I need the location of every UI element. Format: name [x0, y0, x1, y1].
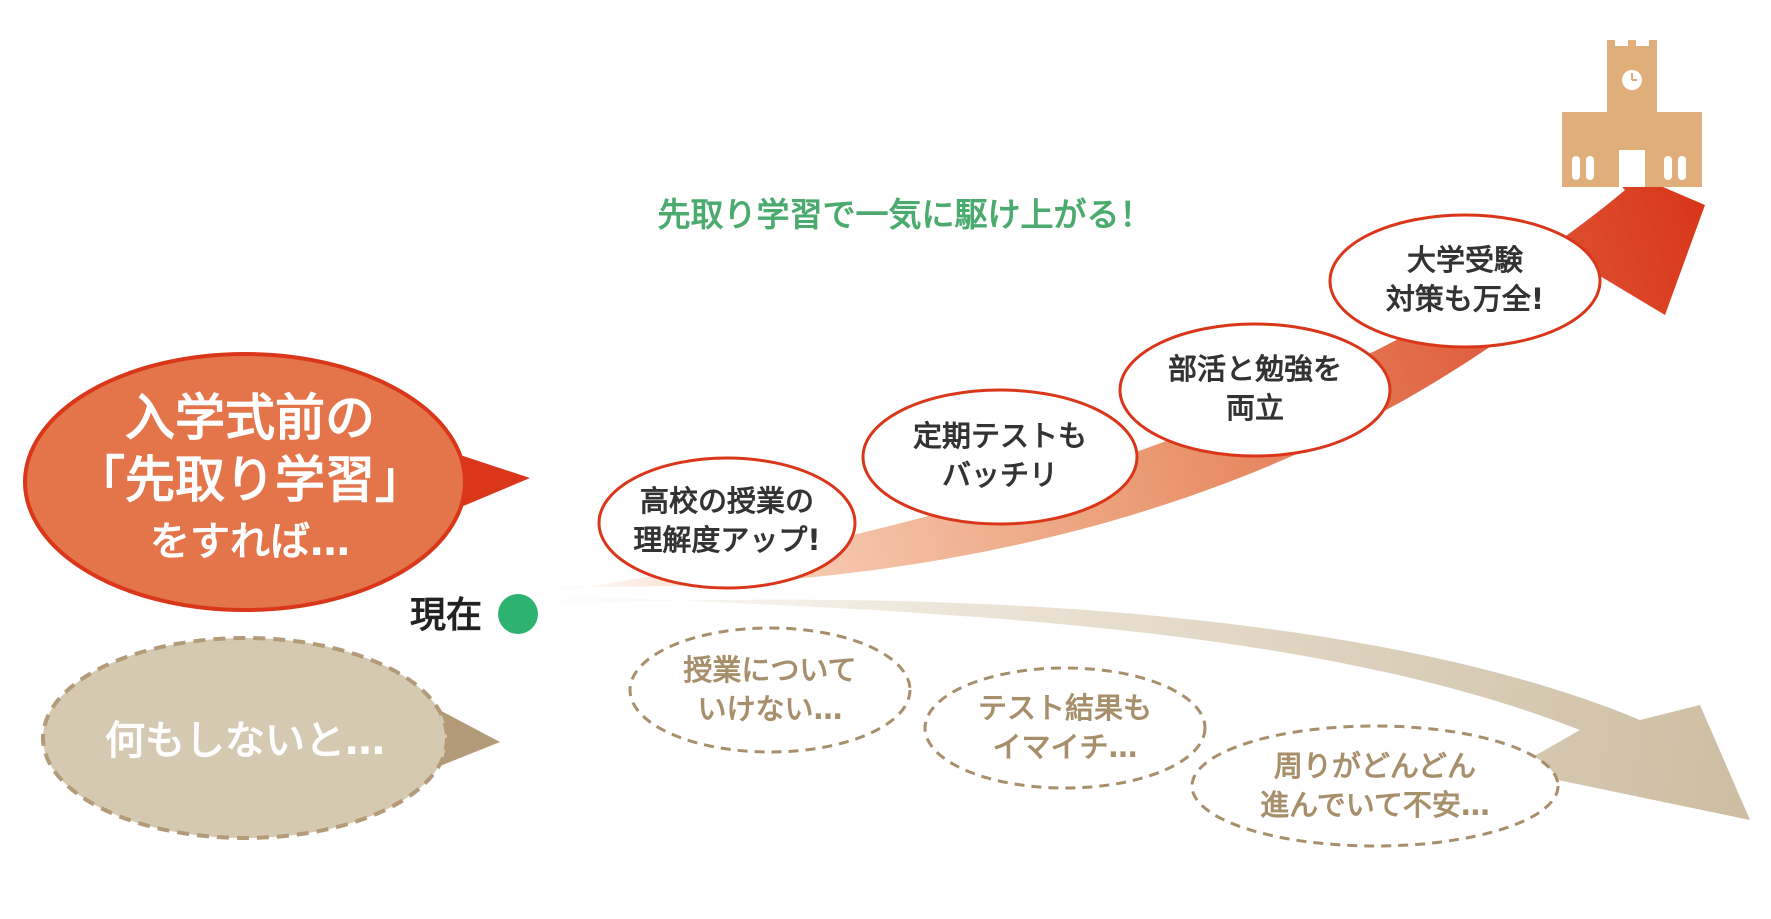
- up-milestone-2-line2: バッチリ: [942, 458, 1058, 492]
- now-label: 現在: [410, 595, 482, 636]
- down-milestone-1-line1: 授業について: [683, 653, 856, 687]
- down-milestone-3: 周りがどんどん 進んでいて不安…: [1190, 724, 1560, 848]
- down-milestone-2-line2: イマイチ…: [992, 730, 1137, 764]
- down-milestone-1-line2: いけない…: [697, 692, 842, 726]
- up-milestone-1-line2: 理解度アップ!: [633, 523, 820, 557]
- up-milestone-3: 部活と勉強を 両立: [1118, 322, 1392, 458]
- bubble-line-1: 入学式前の: [125, 389, 375, 447]
- bubble-line-2: 「先取り学習」: [75, 451, 425, 509]
- down-milestone-3-line2: 進んでいて不安…: [1260, 788, 1490, 822]
- up-milestone-2-line1: 定期テストも: [913, 419, 1087, 453]
- university-clock-tower-icon: [1562, 40, 1702, 187]
- down-milestone-2-line1: テスト結果も: [978, 691, 1152, 725]
- up-milestone-3-line2: 両立: [1226, 391, 1284, 425]
- up-milestone-4-line1: 大学受験: [1407, 243, 1524, 277]
- down-milestone-3-line1: 周りがどんどん: [1274, 749, 1476, 783]
- down-milestone-2: テスト結果も イマイチ…: [923, 666, 1207, 790]
- down-milestone-1: 授業について いけない…: [628, 626, 912, 754]
- do-nothing-label: 何もしないと…: [105, 718, 385, 764]
- headline: 先取り学習で一気に駆け上がる！: [658, 195, 1153, 234]
- up-milestone-4-line2: 対策も万全!: [1386, 282, 1544, 316]
- up-milestone-3-line1: 部活と勉強を: [1168, 352, 1342, 386]
- green-dot-icon: [498, 594, 538, 634]
- preparation-speech-bubble: 入学式前の 「先取り学習」 をすれば…: [23, 352, 530, 612]
- up-milestone-2: 定期テストも バッチリ: [861, 388, 1139, 526]
- up-milestone-1-line1: 高校の授業の: [640, 484, 814, 518]
- up-milestone-4: 大学受験 対策も万全!: [1328, 213, 1602, 349]
- rise-arrow: [530, 158, 1705, 595]
- do-nothing-speech-bubble: 何もしないと…: [41, 636, 500, 840]
- bubble-line-3: をすれば…: [150, 519, 350, 565]
- up-milestone-1: 高校の授業の 理解度アップ!: [597, 456, 857, 590]
